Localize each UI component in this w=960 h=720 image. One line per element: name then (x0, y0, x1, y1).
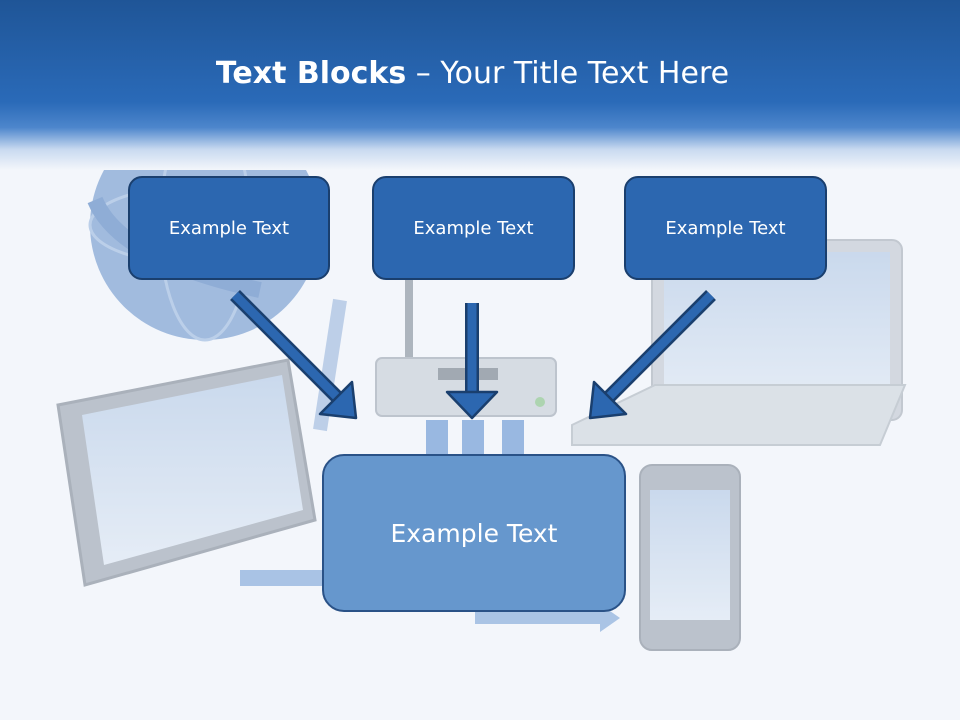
text-block-right-label: Example Text (665, 217, 786, 239)
laptop-icon (571, 239, 907, 446)
arrow-left-to-center (230, 290, 358, 420)
tablet-icon (56, 358, 350, 598)
slide-title: Text Blocks – Your Title Text Here (0, 52, 945, 96)
arrow-right-to-center (588, 290, 716, 420)
text-block-middle-label: Example Text (413, 217, 534, 239)
text-block-center: Example Text (322, 454, 626, 612)
text-block-middle: Example Text (372, 176, 575, 280)
title-rest: Your Title Text Here (440, 56, 730, 91)
text-block-right: Example Text (624, 176, 827, 280)
text-block-center-label: Example Text (390, 518, 558, 548)
header-band (0, 0, 960, 170)
title-dash: – (406, 56, 441, 91)
text-block-left-label: Example Text (168, 217, 290, 239)
arrow-middle-to-center (445, 303, 499, 420)
title-bold: Text Blocks (215, 56, 407, 91)
smartphone-icon (475, 464, 741, 651)
text-block-left: Example Text (128, 176, 330, 280)
